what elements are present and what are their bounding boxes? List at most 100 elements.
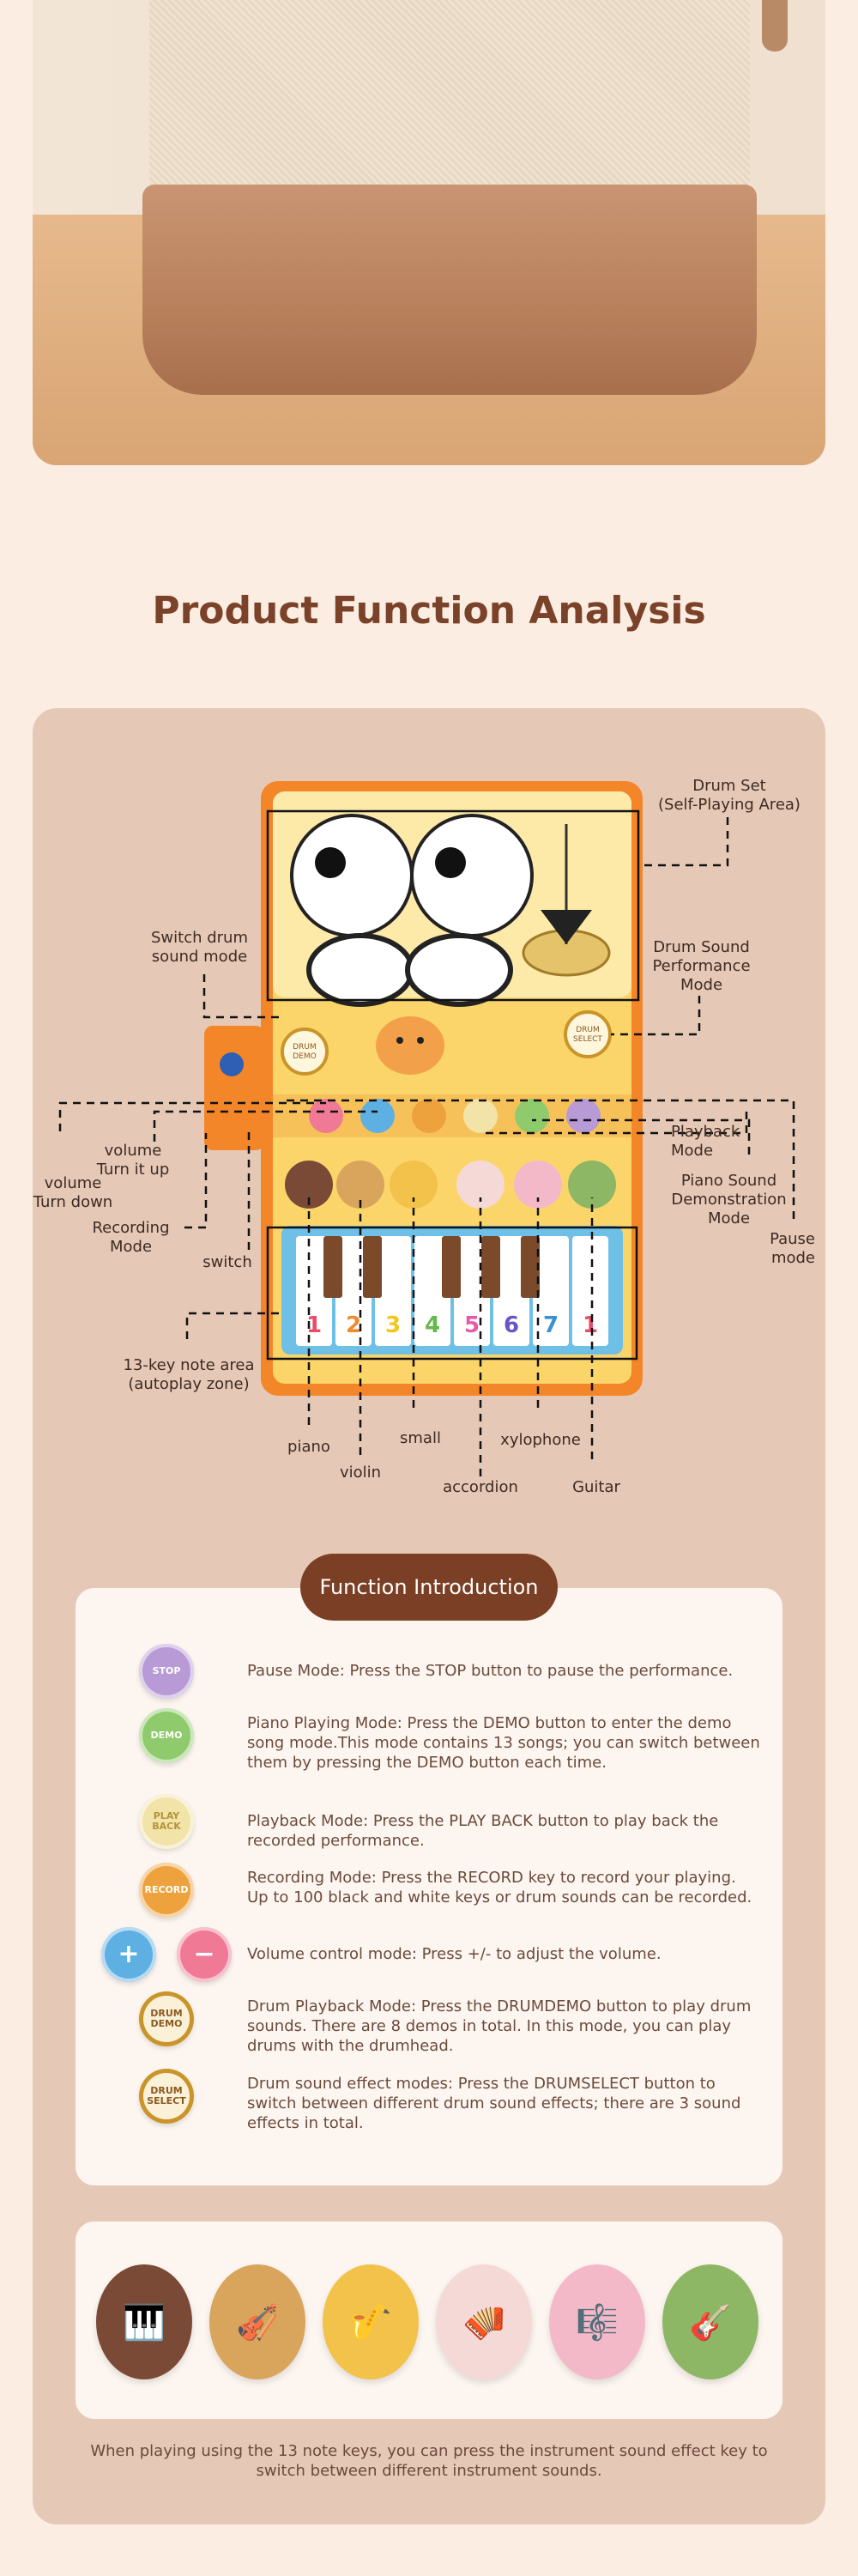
label-volume-down: volume Turn down [26, 1174, 120, 1212]
label-violin: violin [339, 1464, 382, 1482]
power-switch [220, 1052, 244, 1076]
function-badge-icon: RECORD [139, 1863, 194, 1918]
label-switch-drum-2: sound mode [151, 948, 248, 966]
section-title: Product Function Analysis [152, 589, 706, 633]
label-piano: piano [287, 1438, 330, 1456]
label-drum-perf-3: Mode [680, 976, 723, 994]
stop-button [566, 1099, 601, 1133]
label-accordion: accordion [443, 1478, 518, 1496]
white-key [375, 1236, 411, 1346]
drum-head-right [410, 814, 534, 937]
drum-demo-button [281, 1027, 329, 1076]
label-drum-sound-perf: Drum Sound Performance Mode [639, 938, 764, 995]
label-playback-2: Mode [671, 1142, 714, 1160]
label-recording-1: Recording [92, 1219, 170, 1237]
black-key [323, 1236, 342, 1298]
instrument-icon: 🎻 [209, 2264, 305, 2379]
demo-button [515, 1099, 549, 1133]
instrument-card: 🎹🎻🎷🪗🎼🎸 [76, 2221, 782, 2419]
label-drum-set-2: (Self-Playing Area) [658, 796, 801, 814]
white-key [572, 1236, 608, 1346]
label-volume-up-2: Turn it up [96, 1161, 170, 1179]
bag-leather-bottom [142, 185, 757, 395]
intro-description: Volume control mode: Press +/- to adjust… [247, 1945, 662, 1963]
drum-demo-text-2: DEMO [293, 1052, 316, 1061]
bag-fabric-top [149, 0, 750, 197]
intro-icons: RECORD [76, 1863, 247, 1923]
black-key [363, 1236, 382, 1298]
mat-instrument-guitar [568, 1161, 616, 1209]
black-key [481, 1236, 500, 1298]
function-badge-icon: − [177, 1927, 232, 1982]
key-number: 7 [543, 1312, 559, 1338]
label-guitar: Guitar [572, 1478, 620, 1496]
leader-lines [58, 817, 795, 1476]
intro-description: Recording Mode: Press the RECORD key to … [247, 1869, 752, 1906]
function-badge-icon: + [101, 1927, 156, 1982]
drum-eye-left [315, 847, 346, 878]
label-recording: Recording Mode [82, 1219, 180, 1257]
white-key [493, 1236, 529, 1346]
footnote: When playing using the 13 note keys, you… [90, 2442, 768, 2480]
label-pause-2: mode [770, 1249, 815, 1267]
key-number: 5 [464, 1312, 480, 1338]
label-switch: switch [202, 1253, 252, 1271]
function-badge-icon: PLAY BACK [139, 1794, 194, 1849]
intro-icons: PLAY BACK [76, 1794, 247, 1854]
label-switch-drum-1: Switch drum [150, 929, 248, 947]
drum-head-left [290, 814, 414, 937]
drum-select-text-1: DRUM [576, 1026, 600, 1034]
instrument-icon: 🎹 [96, 2264, 192, 2379]
white-key [296, 1236, 332, 1346]
intro-icons: STOP [76, 1644, 247, 1704]
function-badge-icon: DEMO [139, 1708, 194, 1763]
key-area-box [266, 1226, 638, 1361]
label-pause: Pause mode [755, 1230, 815, 1268]
label-volume-up: volume Turn it up [86, 1142, 180, 1179]
key-number: 3 [385, 1312, 401, 1338]
mat-instrument-small [390, 1161, 438, 1209]
record-button [412, 1099, 446, 1133]
drum-eye-right [435, 847, 466, 878]
function-badge-icon: STOP [139, 1644, 194, 1699]
intro-icons: DRUM SELECT [76, 2069, 247, 2129]
label-playback: Playback Mode [671, 1123, 765, 1161]
volume-up-button [360, 1099, 395, 1133]
label-piano-demo-1: Piano Sound [680, 1172, 777, 1190]
instrument-icon: 🎸 [662, 2264, 758, 2379]
label-key-area: 13-key note area (autoplay zone) [112, 1356, 266, 1394]
intro-description: Playback Mode: Press the PLAY BACK butto… [247, 1812, 719, 1850]
intro-description: Pause Mode: Press the STOP button to pau… [247, 1662, 734, 1680]
mat-instrument-violin [336, 1161, 384, 1209]
drum-area-box [266, 809, 640, 1002]
function-badge-icon: DRUM SELECT [139, 2069, 194, 2124]
intro-icons: DRUM DEMO [76, 1991, 247, 2052]
corgi-mascot [376, 1016, 444, 1075]
label-drum-set: Drum Set (Self-Playing Area) [635, 777, 824, 815]
label-volume-down-1: volume [44, 1174, 102, 1192]
label-drum-perf-2: Performance [652, 957, 751, 975]
key-number: 2 [346, 1312, 361, 1338]
label-switch-drum: Switch drum sound mode [137, 929, 262, 967]
drum-set [290, 814, 611, 1007]
intro-description: Drum Playback Mode: Press the DRUMDEMO b… [247, 1997, 752, 2055]
label-piano-demo: Piano Sound Demonstration Mode [671, 1172, 787, 1228]
white-key [414, 1236, 450, 1346]
black-key [442, 1236, 461, 1298]
label-drum-perf-1: Drum Sound [653, 938, 750, 956]
function-badge-icon: DRUM DEMO [139, 1991, 194, 2046]
playback-button [463, 1099, 498, 1133]
drum-bass-left [306, 933, 414, 1007]
label-key-area-1: 13-key note area [123, 1356, 255, 1374]
instrument-icon: 🎷 [323, 2264, 419, 2379]
function-intro-title: Function Introduction [300, 1554, 558, 1621]
white-key [533, 1236, 569, 1346]
black-keys [323, 1236, 540, 1298]
bag-strap [762, 0, 788, 52]
label-playback-1: Playback [671, 1123, 740, 1141]
label-volume-down-2: Turn down [33, 1193, 113, 1211]
label-piano-demo-2: Demonstration [671, 1191, 787, 1209]
label-volume-up-1: volume [104, 1142, 162, 1160]
